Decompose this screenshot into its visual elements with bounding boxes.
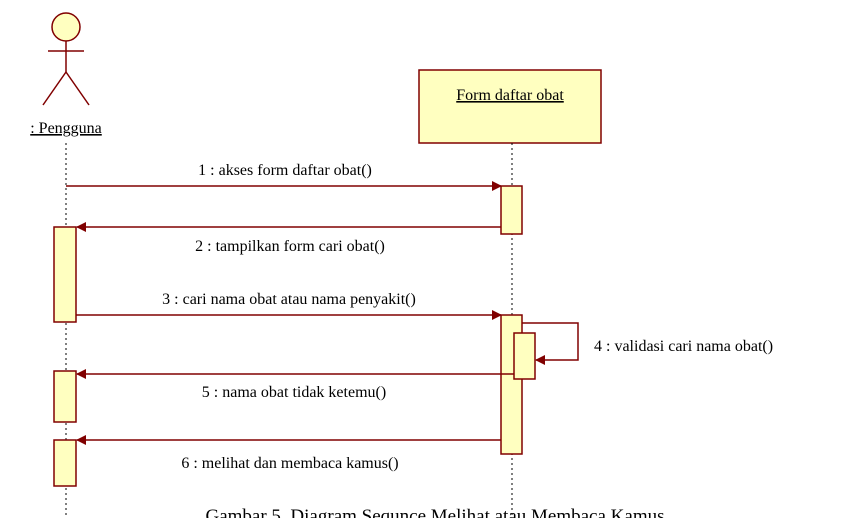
object-box [418,69,602,144]
message-1-label: 1 : akses form daftar obat() [198,162,372,179]
message-6-label: 6 : melihat dan membaca kamus() [181,455,398,472]
message-3-label: 3 : cari nama obat atau nama penyakit() [162,291,416,308]
message-5-label: 5 : nama obat tidak ketemu() [202,384,386,401]
message-4-arrow [522,322,579,365]
object-label: Form daftar obat [456,87,564,104]
message-2-label: 2 : tampilkan form cari obat() [195,238,385,255]
actor-activation-1 [53,226,77,323]
actor-label: : Pengguna [30,120,102,137]
object-self-activation [513,332,536,380]
object-activation-1 [500,185,523,235]
actor-icon [42,12,90,106]
actor-activation-2 [53,370,77,423]
figure-caption: Gambar 5. Diagram Sequnce Melihat atau M… [205,506,664,518]
message-4-label: 4 : validasi cari nama obat() [594,338,773,355]
actor-activation-3 [53,439,77,487]
